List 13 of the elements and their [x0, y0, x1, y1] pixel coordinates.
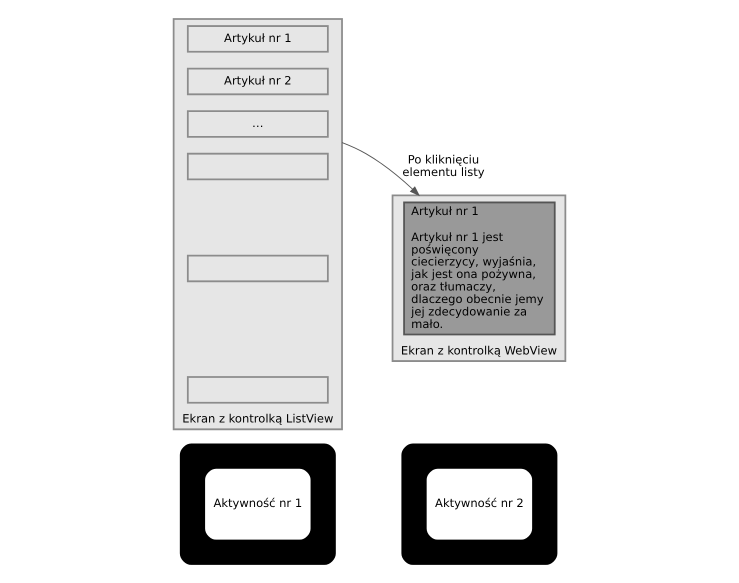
node-box — [186, 152, 329, 180]
edge-label: Po kliknięciu elementu listy — [402, 152, 485, 179]
cluster — [401, 444, 558, 565]
node-box: … — [186, 110, 329, 138]
node-box: Artykuł nr 1 — [186, 25, 329, 53]
node-box: Aktywność nr 1 — [205, 468, 311, 540]
node-box: Aktywność nr 2 — [426, 468, 532, 540]
cluster — [180, 444, 336, 565]
node-box: Artykuł nr 2 — [186, 68, 329, 96]
node-box — [186, 376, 329, 404]
arrow — [342, 142, 420, 196]
node-box — [186, 254, 329, 282]
node-box: Artykuł nr 1 Artykuł nr 1 jest poświęcony ciecierzycy, wyjaśnia, jak jest ona pożywna, oraz tłumaczy, dlaczego obecnie jemy jej zdecydowanie za mało. — [403, 202, 556, 336]
